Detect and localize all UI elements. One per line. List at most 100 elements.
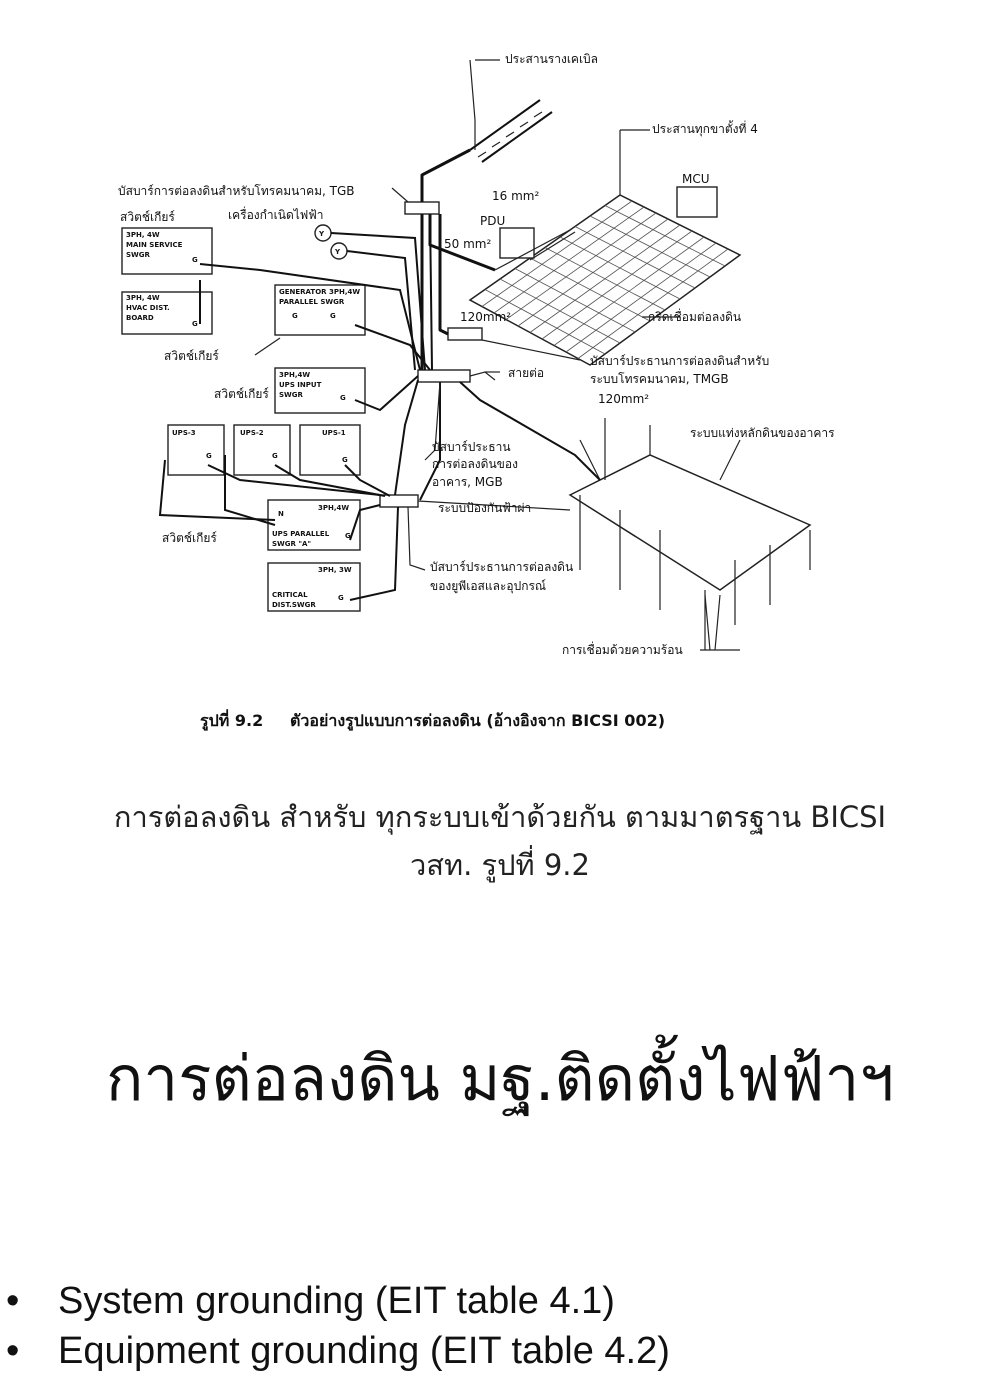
critical-g: G	[338, 594, 344, 602]
grid-line	[559, 236, 681, 300]
ground-rod-plane	[568, 418, 812, 650]
ups-input-text-2: UPS INPUT	[279, 381, 322, 389]
critical-text-3: DIST.SWGR	[272, 601, 316, 609]
conductor-label: สายต่อ	[508, 366, 544, 380]
generator-swgr-g1: G	[292, 312, 298, 320]
ups-3-g: G	[206, 452, 212, 460]
generator-swgr-text-2: PARALLEL SWGR	[279, 298, 345, 306]
switchgear-label-ups: สวิตช์เกียร์	[214, 387, 269, 401]
mgb-label-3: อาคาร, MGB	[432, 475, 503, 489]
switchgear-label-low: สวิตช์เกียร์	[162, 531, 217, 545]
ups-parallel-n: N	[278, 510, 284, 518]
size-16-label: 16 mm²	[492, 189, 539, 203]
bullet-icon: •	[6, 1280, 20, 1322]
ups-parallel-swgr	[267, 499, 361, 551]
raised-floor-grid	[468, 194, 742, 366]
hvac-text-2: HVAC DIST.	[126, 304, 170, 312]
critical-text-2: CRITICAL	[272, 591, 308, 599]
ups-parallel-text-2: UPS PARALLEL	[272, 530, 330, 538]
grid-line	[553, 236, 705, 346]
size-50-label: 50 mm²	[444, 237, 491, 251]
mgb-label-1: บัสบาร์ประธาน	[432, 440, 511, 454]
bullet-list: • System grounding (EIT table 4.1) • Equip…	[0, 1276, 670, 1376]
generator-symbol-2-y: Y	[334, 248, 341, 256]
pdu-label: PDU	[480, 214, 505, 228]
lightning-protection-label: ระบบป้องกันฟ้าผ่า	[438, 501, 531, 515]
ups-3-box	[167, 424, 225, 476]
generator-symbol-1-y: Y	[318, 230, 325, 238]
grid-bond-label: กริดเชื่อมต่อลงดิน	[648, 308, 741, 324]
main-service-text-3: SWGR	[126, 251, 151, 259]
critical-dist-swgr	[267, 562, 361, 612]
every-fourth-leg-label: ประสานทุกขาตั้งที่ 4	[652, 120, 758, 137]
tmgb-label: บัสบาร์ประธานการต่อลงดินสำหรับ	[590, 354, 769, 368]
grid-line	[574, 226, 696, 289]
ups-1-g: G	[342, 456, 348, 464]
exothermic-weld-label: การเชื่อมด้วยความร้อน	[562, 641, 683, 657]
ups-input-swgr	[274, 367, 366, 414]
grid-line	[589, 215, 711, 278]
generator-label: เครื่องกำเนิดไฟฟ้า	[228, 206, 324, 222]
grid-line	[604, 205, 726, 267]
ups-1-text: UPS-1	[322, 429, 346, 437]
pdu-box	[499, 227, 535, 259]
generator-swgr-text-1: GENERATOR 3PH,4W	[279, 288, 360, 296]
ups-parallel-text-3: SWGR "A"	[272, 540, 311, 548]
grid-line	[565, 242, 717, 353]
critical-text-1: 3PH, 3W	[318, 566, 352, 574]
ups-busbar-label-1: บัสบาร์ประธานการต่อลงดิน	[430, 560, 573, 574]
bullet-icon: •	[6, 1330, 20, 1372]
grid-line	[541, 230, 693, 340]
mgb-busbar	[417, 369, 471, 383]
figure-caption: ตัวอย่างรูปแบบการต่อลงดิน (อ้างอิงจาก BI…	[290, 711, 665, 732]
ground-rod-system-label: ระบบแท่งหลักดินของอาคาร	[690, 426, 835, 440]
leader-lines	[254, 59, 741, 651]
grounding-conductors	[158, 59, 621, 601]
hvac-g: G	[192, 320, 198, 328]
bullet-text: Equipment grounding (EIT table 4.2)	[58, 1330, 670, 1372]
main-service-text-1: 3PH, 4W	[126, 231, 160, 239]
tgb-label: บัสบาร์การต่อลงดินสำหรับโทรคมนาคม, TGB	[118, 184, 355, 198]
ups-1-box	[299, 424, 361, 476]
ups-parallel-g: G	[345, 532, 351, 540]
size-120-label-b: 120mm²	[598, 392, 649, 406]
mcu-box	[676, 186, 718, 218]
ups-input-text-3: SWGR	[279, 391, 304, 399]
switchgear-label-mid: สวิตช์เกียร์	[164, 349, 219, 363]
grid-line	[577, 248, 729, 359]
ups-busbar-label-2: ของยูพีเอสและอุปกรณ์	[430, 579, 546, 594]
figure-number: รูปที่ 9.2	[200, 709, 263, 732]
ups-2-text: UPS-2	[240, 429, 264, 437]
main-service-text-2: MAIN SERVICE	[126, 241, 183, 249]
grounding-diagram: ประสานรางเคเบิล ประสานทุกขาตั้งที่ 4 บัส…	[118, 52, 835, 732]
cable-tray-bond-label: ประสานรางเคเบิล	[505, 52, 598, 66]
page-heading: การต่อลงดิน มฐ.ติดตั้งไฟฟ้าฯ	[105, 1042, 895, 1115]
generator-swgr-g2: G	[330, 312, 336, 320]
ups-2-g: G	[272, 452, 278, 460]
switchgear-label-top: สวิตช์เกียร์	[120, 210, 175, 224]
ups-3-text: UPS-3	[172, 429, 196, 437]
ups-parallel-text-1: 3PH,4W	[318, 504, 349, 512]
note-line-2: วสท. รูปที่ 9.2	[410, 848, 590, 882]
bullet-item: • Equipment grounding (EIT table 4.2)	[0, 1326, 670, 1376]
mcu-label: MCU	[682, 172, 710, 186]
cable-tray	[469, 99, 553, 163]
note-line-1: การต่อลงดิน สำหรับ ทุกระบบเข้าด้วยกัน ตา…	[113, 800, 887, 834]
tmgb-label-2: ระบบโทรคมนาคม, TMGB	[590, 372, 729, 386]
ups-2-box	[233, 424, 291, 476]
ups-input-text-1: 3PH,4W	[279, 371, 310, 379]
bullet-item: • System grounding (EIT table 4.1)	[0, 1276, 670, 1326]
hvac-text-1: 3PH, 4W	[126, 294, 160, 302]
grid-line	[529, 224, 681, 333]
mgb-label-2: การต่อลงดินของ	[432, 457, 518, 471]
ups-input-g: G	[340, 394, 346, 402]
size-120-label-a: 120mm²	[460, 310, 511, 324]
tmgb-busbar	[447, 327, 483, 341]
main-service-g: G	[192, 256, 198, 264]
hvac-text-3: BOARD	[126, 314, 154, 322]
hvac-dist-board	[121, 291, 213, 335]
bullet-text: System grounding (EIT table 4.1)	[58, 1280, 615, 1322]
ups-busbar	[379, 494, 419, 508]
main-service-swgr	[121, 227, 213, 275]
generator-parallel-swgr	[274, 284, 366, 336]
